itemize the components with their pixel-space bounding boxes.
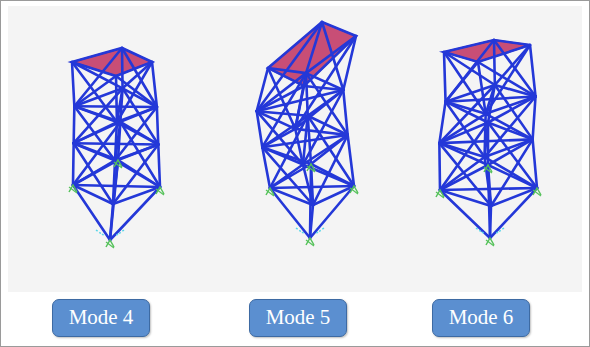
support-symbol bbox=[306, 238, 314, 246]
tower-model bbox=[436, 40, 541, 246]
frame-member bbox=[440, 123, 488, 191]
frame-member bbox=[439, 143, 488, 165]
load-tick bbox=[495, 232, 498, 234]
frame-member bbox=[116, 76, 157, 107]
frame-member bbox=[444, 52, 446, 102]
model-background bbox=[8, 6, 582, 292]
frame-member bbox=[322, 22, 343, 90]
frame-member bbox=[533, 96, 536, 139]
frame-member bbox=[439, 114, 485, 143]
load-tick bbox=[96, 230, 102, 234]
frame-member bbox=[485, 157, 537, 188]
frame-member bbox=[73, 160, 118, 185]
frame-member bbox=[295, 129, 347, 135]
mode-label: Mode 5 bbox=[266, 306, 331, 329]
load-tick bbox=[115, 234, 118, 236]
deck-edge bbox=[444, 40, 530, 62]
frame-member bbox=[73, 185, 160, 187]
frame-member bbox=[74, 105, 157, 108]
mode-label-box: Mode 4 bbox=[52, 299, 150, 337]
load-tick bbox=[118, 230, 124, 234]
load-tick bbox=[102, 234, 105, 236]
frame-member bbox=[490, 206, 491, 238]
frame-member bbox=[74, 143, 113, 204]
mode-label-box: Mode 6 bbox=[432, 299, 530, 337]
support-symbol bbox=[106, 240, 114, 248]
frame-member bbox=[120, 122, 160, 187]
load-tick bbox=[498, 228, 504, 232]
frame-member bbox=[440, 157, 485, 190]
frame-member bbox=[110, 204, 113, 240]
frame-member bbox=[304, 86, 343, 90]
frame-member bbox=[533, 139, 537, 188]
frame-member bbox=[478, 62, 536, 96]
support-symbol bbox=[114, 160, 122, 168]
frame-member bbox=[257, 22, 322, 111]
frame-member bbox=[488, 123, 537, 189]
load-tick bbox=[482, 232, 485, 234]
load-tick bbox=[296, 228, 302, 232]
frame-member bbox=[493, 40, 496, 85]
support-symbol bbox=[486, 238, 494, 246]
frame-member bbox=[306, 73, 348, 135]
frame-member bbox=[438, 143, 441, 190]
support-symbol bbox=[307, 164, 315, 172]
frame-member bbox=[117, 62, 152, 122]
frame-member bbox=[115, 160, 160, 187]
frame-member bbox=[113, 145, 158, 205]
frame-member bbox=[308, 90, 344, 116]
support-symbol bbox=[436, 190, 444, 198]
support-symbol bbox=[156, 187, 164, 195]
frame-member bbox=[311, 135, 348, 164]
deck-edge bbox=[268, 22, 356, 86]
frame-member bbox=[310, 186, 354, 238]
frame-member bbox=[439, 143, 491, 206]
load-tick bbox=[315, 232, 318, 234]
deck-edge bbox=[72, 48, 152, 76]
tower-model bbox=[69, 48, 164, 248]
mode-label-box: Mode 5 bbox=[249, 299, 347, 337]
frame-member bbox=[262, 147, 313, 205]
tower-model bbox=[257, 22, 358, 246]
support-symbol bbox=[484, 165, 492, 173]
support-symbol bbox=[533, 188, 541, 196]
frame-member bbox=[110, 187, 160, 240]
mode-label: Mode 6 bbox=[449, 306, 514, 329]
frame-member bbox=[310, 205, 313, 238]
jacket-towers bbox=[69, 22, 541, 248]
mode-label: Mode 4 bbox=[69, 306, 134, 329]
frame-member bbox=[72, 106, 75, 143]
frame-member bbox=[72, 62, 74, 106]
frame-member bbox=[303, 165, 354, 186]
load-tick bbox=[318, 228, 324, 232]
support-symbol bbox=[350, 186, 358, 194]
frame-member bbox=[72, 143, 75, 185]
support-symbol bbox=[266, 188, 274, 196]
frame-member bbox=[157, 107, 158, 145]
load-tick bbox=[476, 228, 482, 232]
load-tick bbox=[302, 232, 305, 234]
support-symbol bbox=[69, 185, 77, 193]
frame-member bbox=[158, 145, 160, 188]
frame-member bbox=[495, 85, 533, 139]
